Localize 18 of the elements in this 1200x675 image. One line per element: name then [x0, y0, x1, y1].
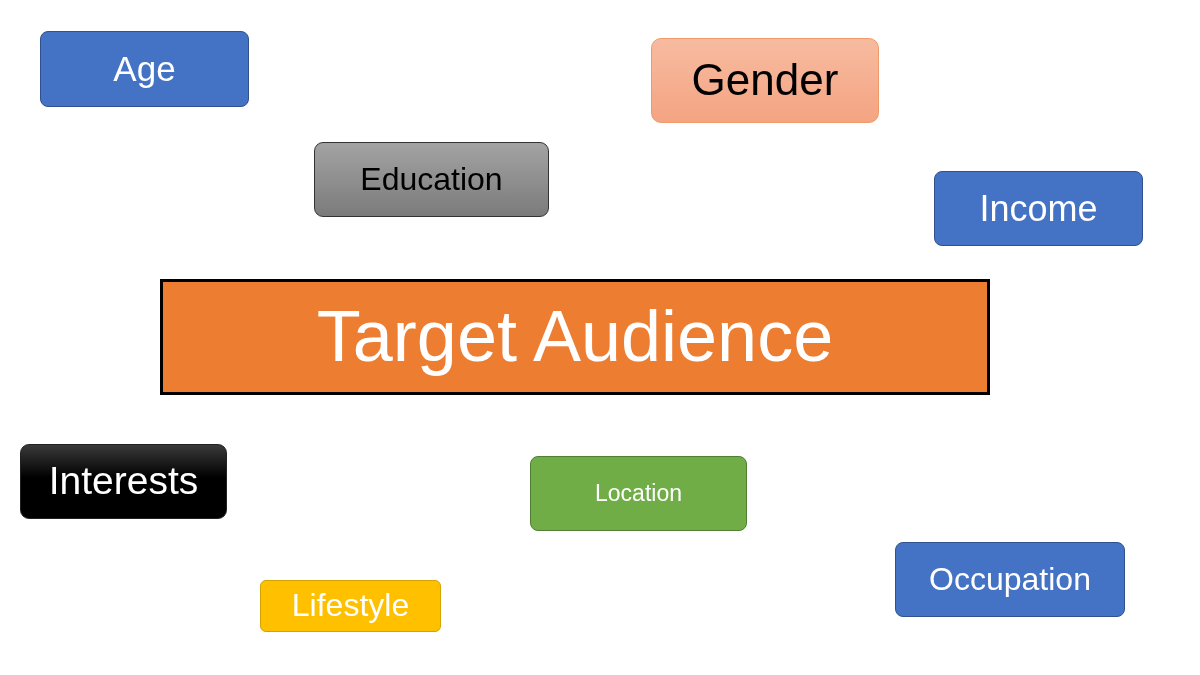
category-label: Income — [979, 188, 1098, 229]
category-box — [260, 580, 441, 632]
central-title: Target Audience — [316, 297, 834, 377]
category-box — [314, 142, 549, 217]
central-banner — [160, 279, 990, 395]
category-box — [651, 38, 879, 123]
category-label: Location — [595, 480, 682, 507]
category-label: Gender — [691, 56, 839, 105]
category-box — [895, 542, 1125, 617]
category-box — [934, 171, 1143, 246]
category-label: Lifestyle — [291, 588, 410, 624]
category-label: Age — [113, 49, 176, 89]
category-box — [20, 444, 227, 519]
category-label: Education — [360, 161, 503, 198]
category-label: Occupation — [929, 561, 1091, 598]
category-box — [40, 31, 249, 107]
category-label: Interests — [48, 460, 199, 503]
category-box — [530, 456, 747, 531]
